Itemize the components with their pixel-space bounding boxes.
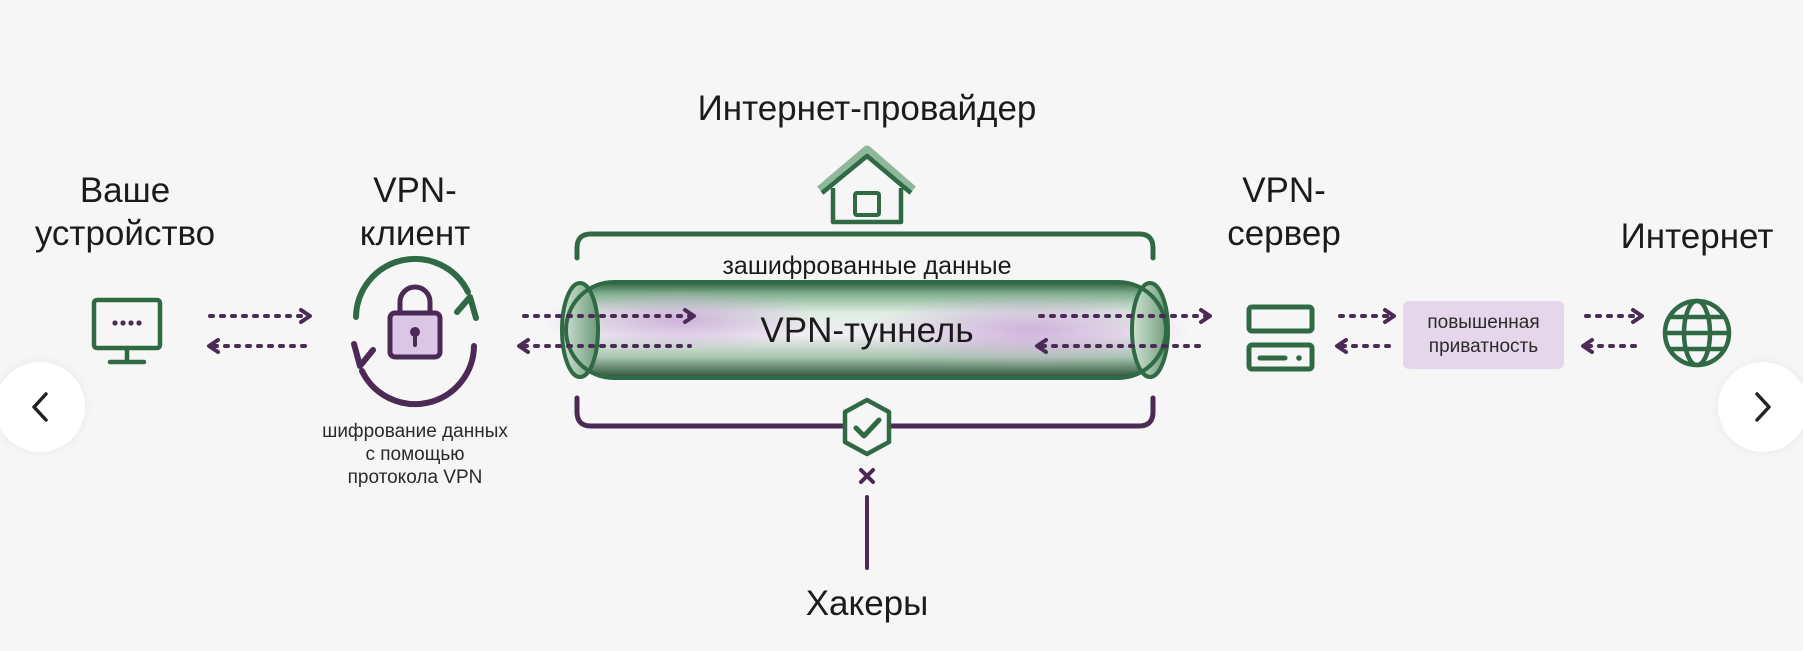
client-label-line2: клиент: [359, 213, 471, 253]
device-label: Ваше устройство: [14, 170, 236, 255]
globe-icon: [1662, 298, 1732, 368]
arrows-badge-internet: [1581, 308, 1644, 354]
monitor-icon: [91, 297, 163, 365]
privacy-badge-line1: повышенная: [1427, 312, 1540, 334]
internet-label: Интернет: [1620, 217, 1774, 256]
server-label-line1: VPN-: [1242, 171, 1326, 210]
provider-label: Интернет-провайдер: [697, 89, 1037, 128]
prev-button[interactable]: [0, 362, 85, 452]
lock-icon: [351, 255, 479, 408]
client-label-line1: VPN-: [373, 171, 457, 210]
server-label: VPN- сервер: [1204, 170, 1364, 255]
server-label-line2: сервер: [1227, 213, 1341, 253]
arrows-server-badge: [1335, 308, 1396, 354]
shield-check-icon: [842, 397, 892, 457]
chevron-right-icon: [1755, 392, 1771, 422]
arrows-client-tunnel: [517, 308, 696, 354]
client-label: VPN- клиент: [325, 170, 505, 255]
chevron-left-icon: [32, 392, 48, 422]
encrypted-data-caption: зашифрованные данные: [722, 252, 1012, 280]
vpn-tunnel-tube: [540, 280, 1190, 380]
arrows-tunnel-server: [1035, 308, 1212, 354]
encryption-note-line1: шифрование данных: [322, 421, 508, 442]
device-label-line2: устройство: [34, 213, 216, 253]
house-icon: [817, 145, 916, 225]
provider-bracket: [574, 231, 1156, 261]
tunnel-label: VPN-туннель: [760, 311, 974, 350]
device-label-line1: Ваше: [79, 171, 171, 210]
encryption-note-line2: с помощью: [365, 444, 465, 466]
server-icon: [1246, 304, 1315, 372]
privacy-badge: повышенная приватность: [1403, 301, 1564, 369]
hackers-label: Хакеры: [805, 584, 929, 623]
arrows-device-client: [207, 308, 312, 354]
privacy-badge-line2: приватность: [1428, 336, 1539, 357]
next-button[interactable]: [1718, 362, 1803, 452]
encryption-note: шифрование данных с помощью протокола VP…: [280, 420, 550, 490]
encryption-note-line3: протокола VPN: [347, 467, 483, 489]
cross-icon: [859, 468, 875, 484]
